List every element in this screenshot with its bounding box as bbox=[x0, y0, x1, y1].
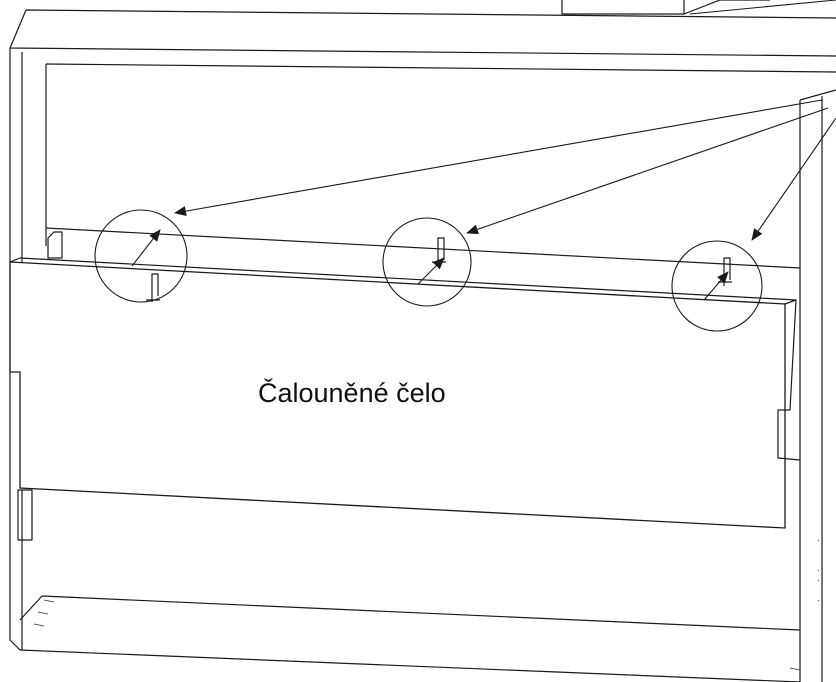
frame-bottom-board bbox=[19, 595, 801, 682]
insert-arrow-left bbox=[131, 229, 161, 267]
hardware-box bbox=[561, 0, 770, 15]
frame-top-board bbox=[9, 9, 836, 73]
corner-bracket bbox=[47, 231, 63, 259]
frame-back-rail bbox=[45, 227, 801, 269]
insert-arrow-center bbox=[417, 257, 445, 285]
leader-arrow-right bbox=[751, 117, 836, 241]
bottom-fittings bbox=[33, 599, 801, 671]
frame-left-side bbox=[9, 48, 47, 651]
headboard-side-edge bbox=[777, 299, 801, 461]
headboard-top-edge bbox=[9, 257, 797, 305]
headboard-panel: Čalouněné čelo bbox=[9, 257, 801, 529]
frame-right-side bbox=[799, 89, 836, 682]
insert-arrow-right bbox=[703, 271, 729, 301]
headboard-label: Čalouněné čelo bbox=[258, 377, 446, 408]
leader-line-top bbox=[689, 0, 836, 15]
callout-circle-center bbox=[382, 217, 472, 307]
callout-circle-right bbox=[671, 240, 763, 332]
leader-arrow-left bbox=[174, 99, 823, 217]
bed-frame bbox=[9, 0, 836, 682]
hook-center bbox=[432, 237, 446, 266]
callout-circle-left bbox=[94, 209, 188, 303]
right-side-holes bbox=[817, 539, 820, 602]
frame-lower-bracket bbox=[17, 489, 33, 541]
leader-arrow-center bbox=[466, 107, 829, 235]
